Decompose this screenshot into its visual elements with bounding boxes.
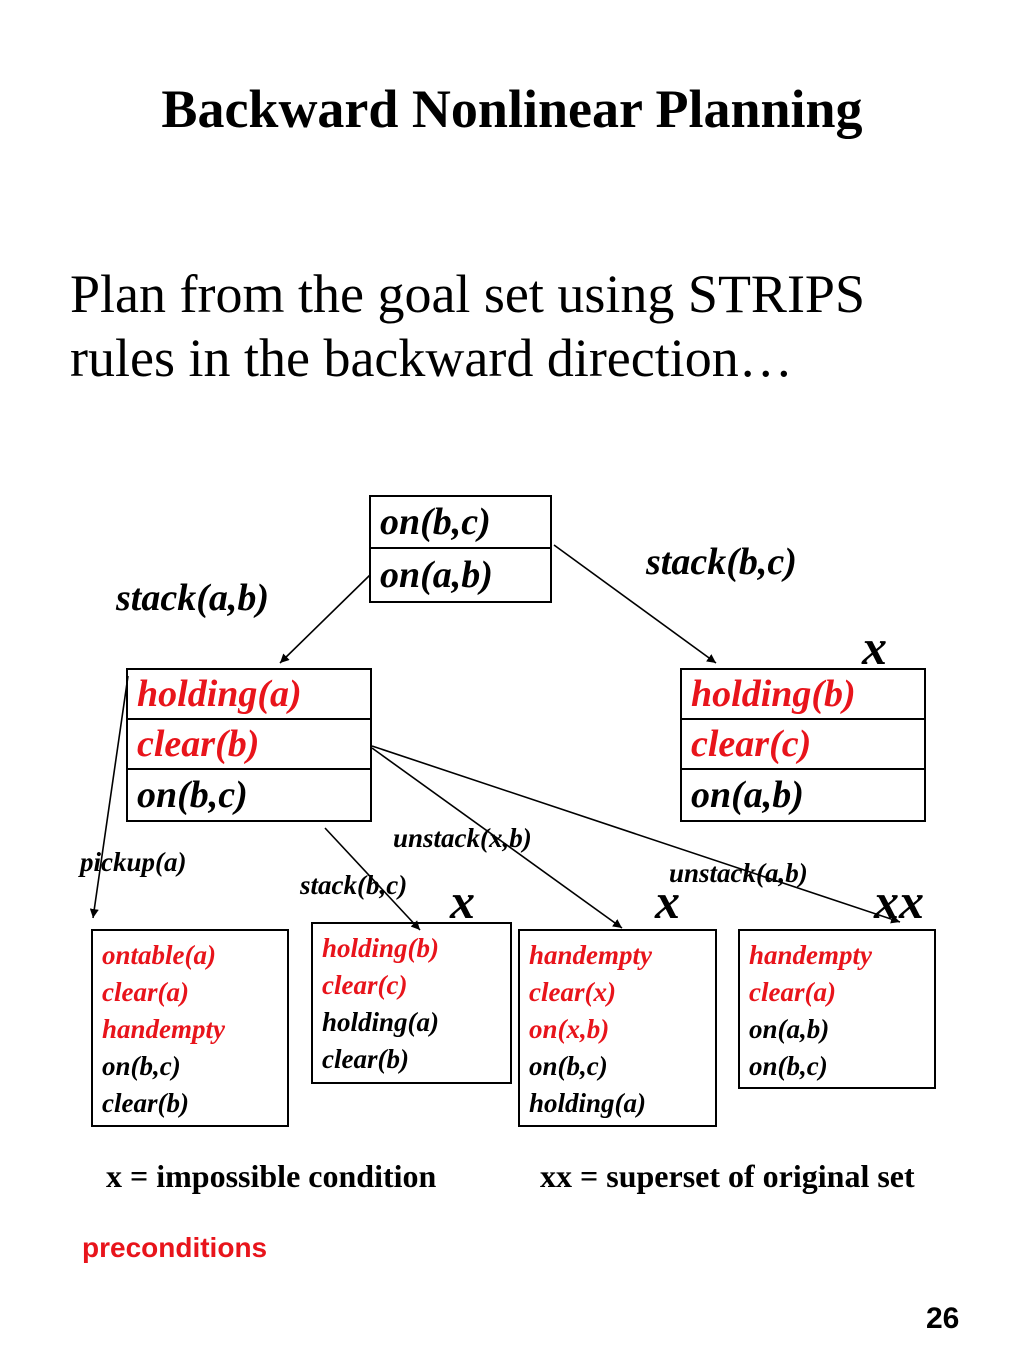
legend-superset: xx = superset of original set [540,1158,915,1194]
arrow-goal-to-right [553,544,717,664]
state-item: on(a,b) [691,774,804,816]
impossible-mark: x [655,873,680,929]
page-number: 26 [926,1302,960,1335]
rule-label-unstack-ab: unstack(a,b) [669,858,808,888]
state-item: on(b,c) [749,1051,828,1081]
state-item: clear(b) [128,720,370,770]
slide-title: Backward Nonlinear Planning [161,79,863,139]
state-item: on(b,c) [137,774,248,816]
arrow-goal-to-left [279,574,371,664]
impossible-mark: x [862,619,887,675]
goal-item: on(a,b) [380,554,493,596]
goal-box: on(b,c) on(a,b) [369,495,552,603]
rule-label-stack-bc: stack(b,c) [646,541,797,583]
legend-impossible: x = impossible condition [106,1158,437,1194]
state-item: handempty [529,940,653,970]
state-item: holding(a) [322,1007,440,1037]
rule-label-unstack-xb: unstack(x,b) [393,823,532,853]
state-item: clear(c) [322,970,408,1000]
state-item: clear(x) [529,977,616,1007]
rule-label-stack-bc-2: stack(b,c) [300,870,408,900]
state-box-unstack-xb: handempty clear(x) on(x,b) on(b,c) holdi… [518,929,717,1127]
superset-mark: xx [874,873,924,929]
state-box-unstack-ab: handempty clear(a) on(a,b) on(b,c) [738,929,936,1089]
state-box-pickup: ontable(a) clear(a) handempty on(b,c) cl… [91,929,289,1127]
state-item: holding(b) [682,670,924,720]
impossible-mark: x [450,873,475,929]
state-item: clear(b) [102,1088,189,1118]
state-box-stack: holding(b) clear(c) holding(a) clear(b) [311,922,512,1084]
state-box-holding-b: holding(b) clear(c) on(a,b) [680,668,926,822]
state-item: clear(c) [682,720,924,770]
slide-subtitle: Plan from the goal set using STRIPS rule… [70,262,1000,390]
subtitle-line-2: rules in the backward direction… [70,328,793,388]
state-box-holding-a: holding(a) clear(b) on(b,c) [126,668,372,822]
preconditions-key: preconditions [82,1232,268,1263]
rule-label-stack-ab: stack(a,b) [116,577,270,619]
subtitle-line-1: Plan from the goal set using STRIPS [70,264,865,324]
state-item: holding(b) [322,933,440,963]
rule-label-pickup-a: pickup(a) [80,847,187,877]
arrow-left-to-unstack-xb [371,747,623,929]
arrow-left-to-pickup [89,675,129,919]
state-item: clear(a) [749,977,836,1007]
state-item: handempty [749,940,873,970]
goal-item: on(b,c) [371,497,550,549]
state-item: on(b,c) [529,1051,608,1081]
state-item: clear(b) [322,1044,409,1074]
state-item: holding(a) [128,670,370,720]
arrow-left-to-stack [324,827,421,931]
state-item: on(b,c) [102,1051,181,1081]
state-item: clear(a) [102,977,189,1007]
state-item: handempty [102,1014,226,1044]
state-item: on(x,b) [529,1014,610,1044]
state-item: holding(a) [529,1088,647,1118]
arrow-left-to-unstack-ab [371,745,901,924]
state-item: on(a,b) [749,1014,830,1044]
state-item: ontable(a) [102,940,216,970]
